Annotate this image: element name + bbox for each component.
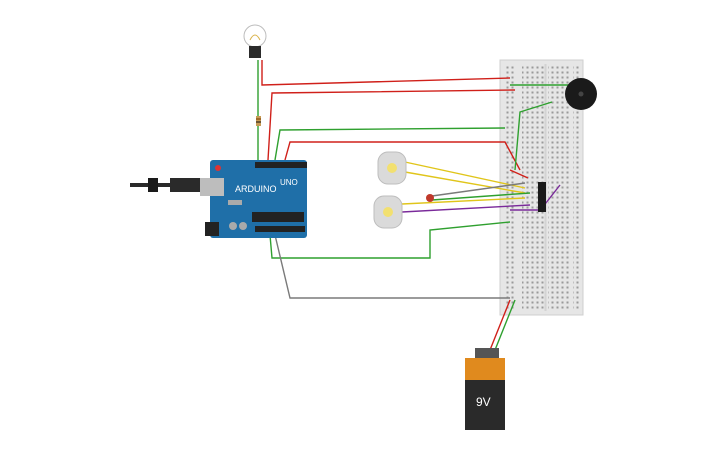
arduino-board[interactable]: ARDUINO UNO <box>130 160 307 238</box>
wire-led-gray <box>431 182 526 197</box>
wire-motor1-yellow-a <box>404 161 526 189</box>
wire-motor2-purple <box>401 204 531 213</box>
wires[interactable] <box>257 60 570 351</box>
uno-mark: UNO <box>280 178 298 187</box>
dc-motor-1[interactable] <box>377 151 407 185</box>
wire-lamp-red <box>261 60 511 86</box>
wire-red-ic <box>509 169 529 179</box>
wire-led-green <box>431 192 531 201</box>
atmega-chip <box>252 212 304 222</box>
wire-motor1-yellow-b <box>404 171 526 194</box>
buzzer-icon[interactable] <box>565 78 597 110</box>
usb-cable <box>170 178 205 192</box>
dc-motor-2[interactable] <box>373 195 403 229</box>
led[interactable] <box>426 194 434 202</box>
resistor[interactable] <box>256 116 261 126</box>
light-bulb-icon[interactable] <box>243 24 267 58</box>
wire-gray-bottom <box>274 234 510 299</box>
battery-label: 9V <box>476 395 491 409</box>
battery-clip <box>475 348 499 360</box>
wire-red-mid <box>284 141 521 171</box>
wire-motor2-yellow-a <box>401 197 526 205</box>
wire-battery-green <box>494 299 516 351</box>
battery[interactable]: 9V <box>465 348 505 430</box>
wire-green-bottom <box>269 221 511 259</box>
motor-driver-ic[interactable] <box>538 182 546 212</box>
wire-battery-red <box>489 299 511 351</box>
wire-buzzer-green-2 <box>514 101 553 171</box>
wire-green-top <box>274 127 506 161</box>
wire-red-top <box>267 89 516 161</box>
power-jack <box>205 222 219 236</box>
arduino-logo: ARDUINO <box>235 184 277 194</box>
usb-port <box>200 178 224 196</box>
